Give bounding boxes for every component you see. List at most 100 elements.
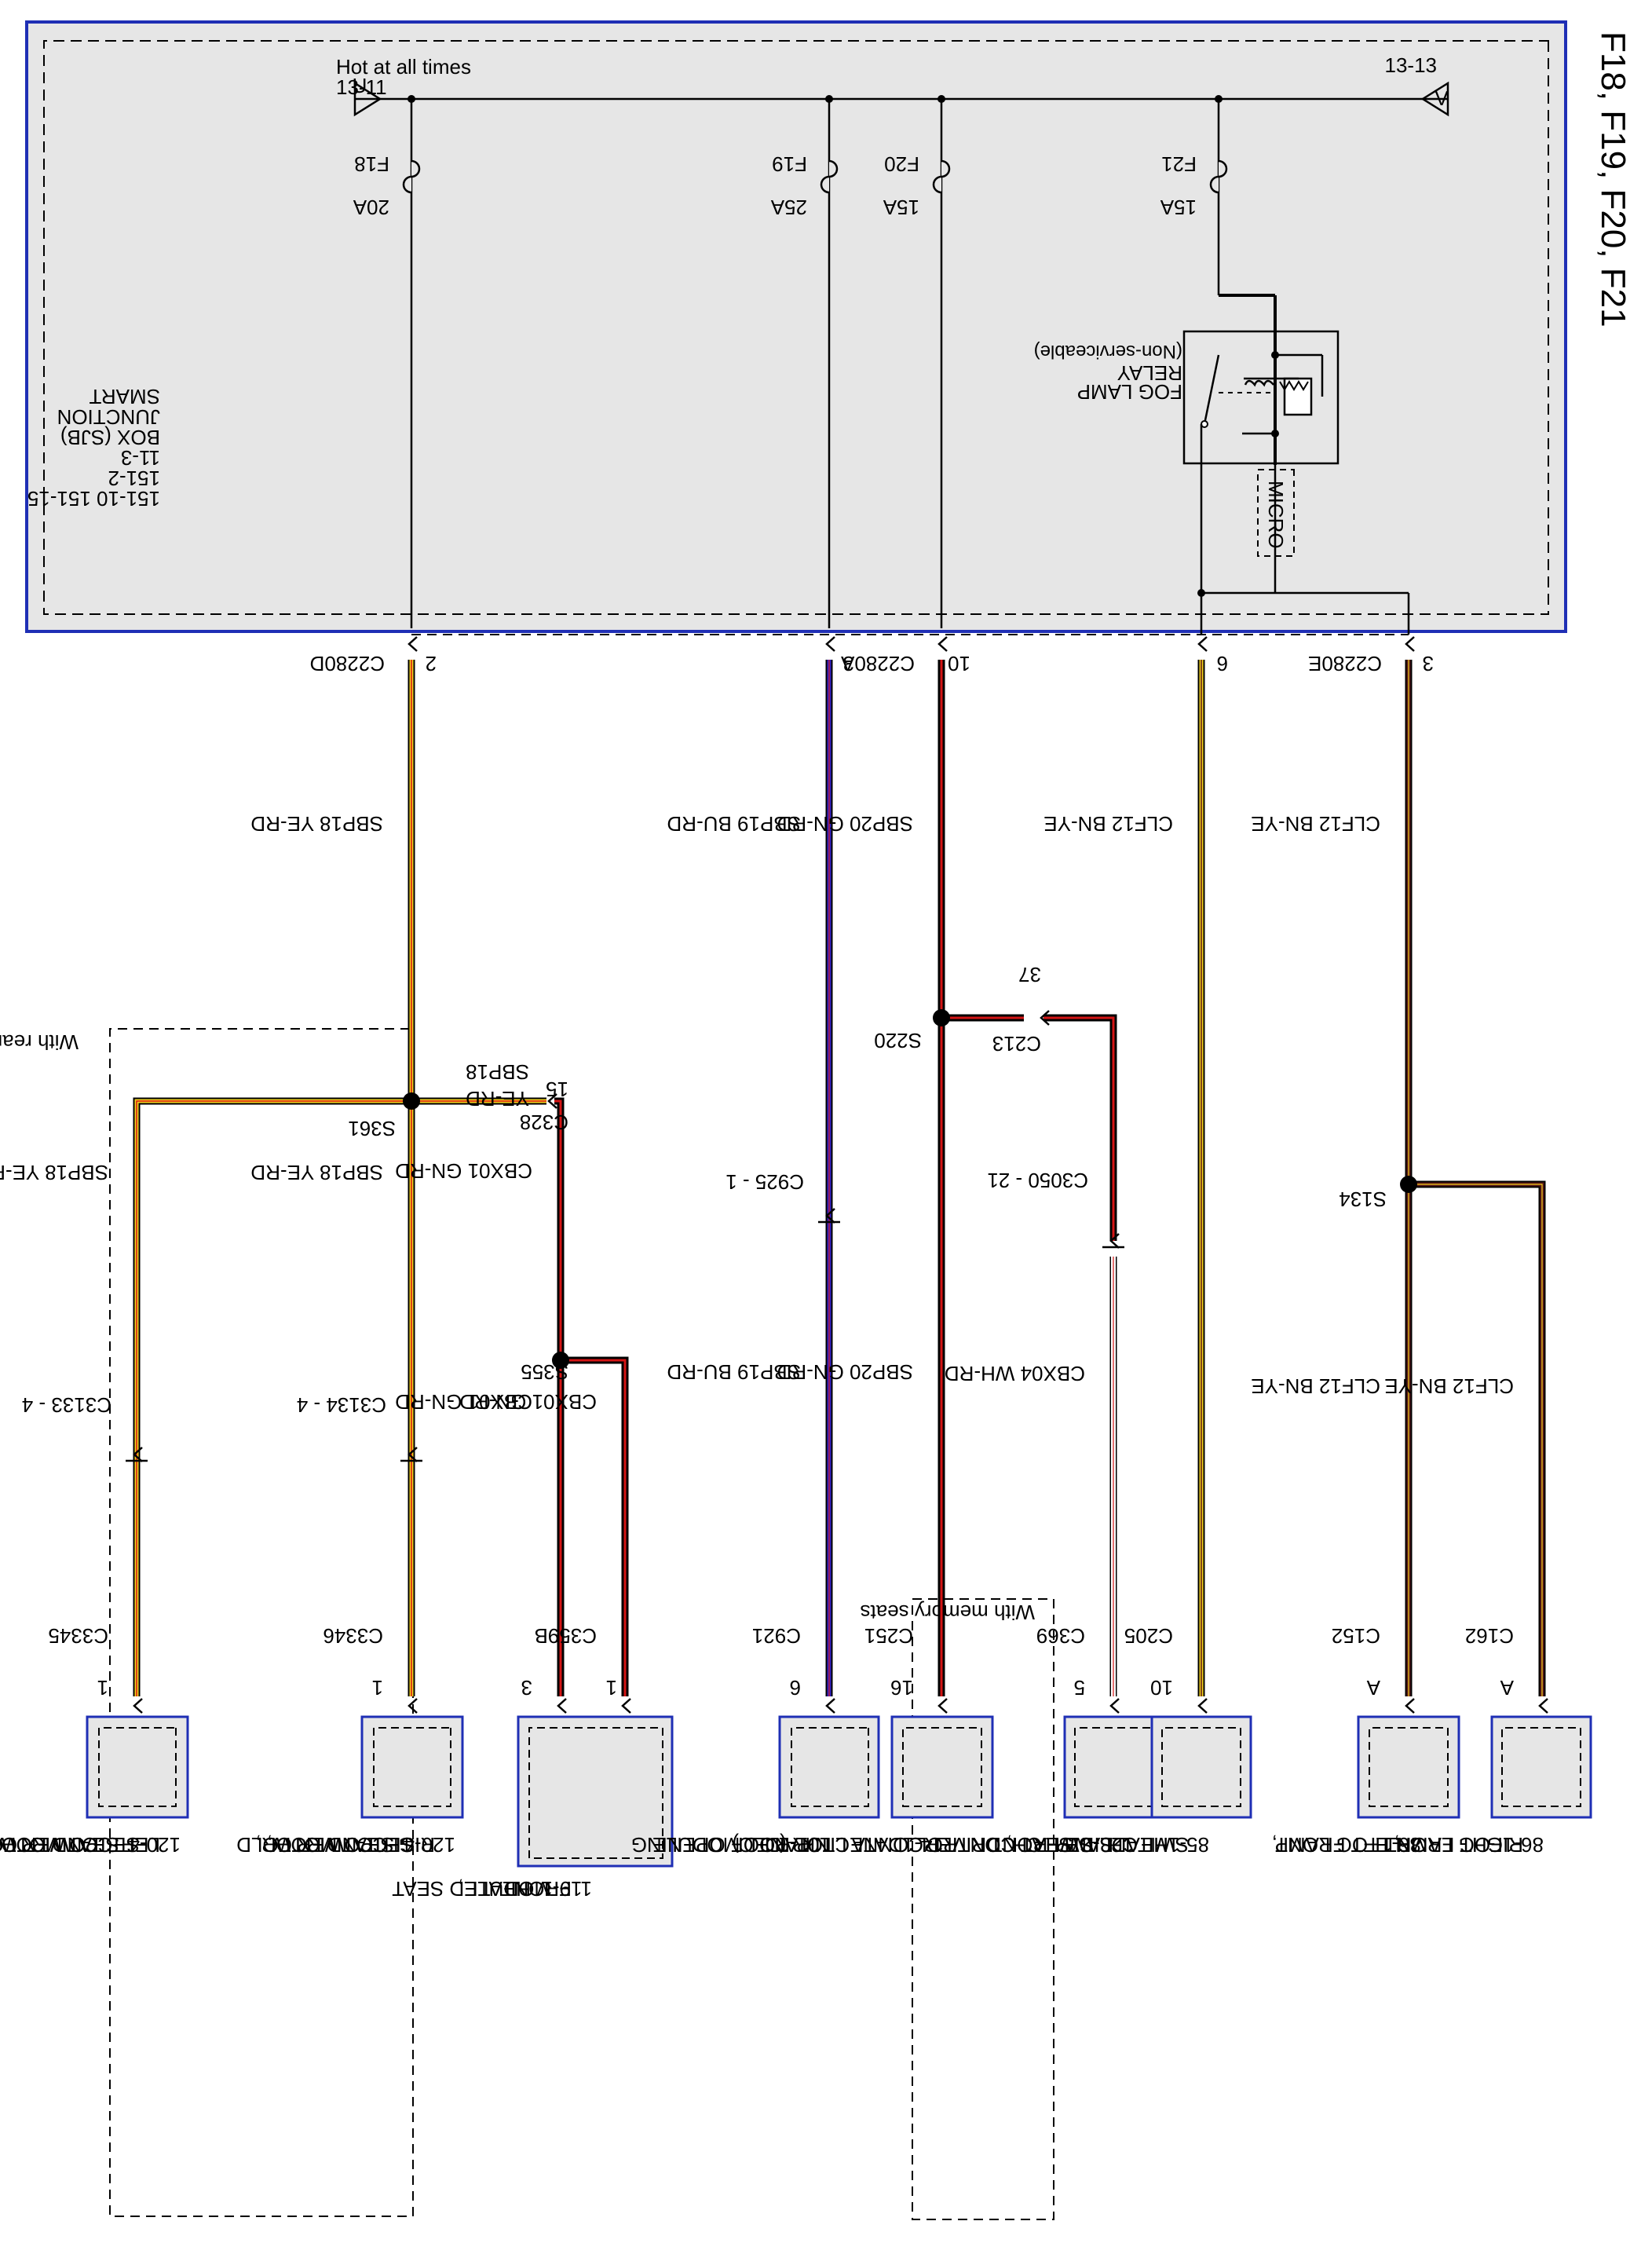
svg-text:85-1: 85-1 — [1168, 1833, 1209, 1857]
fuse-f20: F20 15A — [883, 95, 951, 628]
conn-c2280a-pin6: 6 — [1217, 652, 1228, 675]
inline-connectors: C328 15 SBP18 YE-RD S361 S355 S220 S134 … — [22, 963, 1387, 1463]
components: C3345 1 POWER FOLD SEAT MOTOR, SECOND RO… — [0, 1624, 1592, 1901]
c3133-label: C3133 - 4 — [22, 1393, 111, 1417]
wire-label-sbp20-a: SBP20 GN-RD — [777, 812, 913, 836]
component-seat-control-switch: C369 5 SEAT CONTROL SWITCH, DRIVER SIDE … — [916, 1624, 1164, 1857]
wire-label-clf12-lf: CLF12 BN-YE — [1251, 1374, 1380, 1398]
wire-label-cbx01-c: CBX01 GN-RD — [459, 1390, 597, 1414]
conn-c2280a: C2280A — [840, 652, 915, 675]
page-title: F18, F19, F20, F21 — [1594, 31, 1632, 327]
svg-text:86-1: 86-1 — [1380, 1833, 1421, 1857]
svg-text:SIDE FRONT: SIDE FRONT — [989, 1833, 1113, 1857]
fuse-f20-id: F20 — [884, 152, 919, 176]
wire-label-clf12-headlamp: CLF12 BN-YE — [1043, 812, 1173, 836]
hot-marker: U — [353, 74, 367, 97]
fuse-f19: F19 25A — [770, 95, 839, 628]
wire-label-cbx01-b: CBX01 GN-RD — [395, 1390, 532, 1414]
svg-text:MODULE,: MODULE, — [459, 1877, 551, 1901]
out-marker-symbol — [1420, 81, 1449, 117]
c213-pin: 37 — [1018, 963, 1041, 986]
sjb-name-line6: 151-10 151-15 — [27, 487, 160, 510]
relay-name-line3: (Non-serviceable) — [1034, 341, 1182, 362]
splice-s361: S361 — [348, 1117, 396, 1140]
wire-cbx04 — [1043, 1014, 1117, 1696]
sjb-name-line5: 151-2 — [108, 467, 161, 490]
wire-label-sbp19-a: SBP19 BU-RD — [667, 812, 802, 836]
fuse-f18: F18 20A — [353, 95, 421, 628]
svg-text:A: A — [1500, 1676, 1514, 1700]
sjb-outline — [25, 20, 1567, 633]
svg-text:SEAT MOTOR,: SEAT MOTOR, — [256, 1833, 394, 1857]
out-marker: V — [1435, 86, 1449, 110]
svg-text:3: 3 — [521, 1676, 532, 1700]
component-headlamp-switch: C205 10 HEADLAMP SWITCH 85-1 — [1056, 1624, 1252, 1857]
svg-text:SEAT CONTROL: SEAT CONTROL — [916, 1833, 1073, 1857]
smart-junction-box: U Hot at all times 13-11 V 13-13 F18 20A… — [25, 20, 1567, 635]
svg-text:1: 1 — [97, 1676, 108, 1700]
wire-label-cbx01-a: CBX01 GN-RD — [395, 1159, 532, 1183]
component-fog-lamp-left-front: C152 A FOG LAMP, LEFT FRONT 86-1 — [1272, 1624, 1460, 1857]
svg-text:1: 1 — [606, 1676, 617, 1700]
component-power-fold-left: C3345 1 POWER FOLD SEAT MOTOR, SECOND RO… — [0, 1624, 189, 1857]
svg-text:C162: C162 — [1465, 1624, 1514, 1648]
fuse-f19-id: F19 — [772, 152, 807, 176]
svg-text:SWITCH, DRIVER: SWITCH, DRIVER — [924, 1833, 1093, 1857]
c3050-label: C3050 - 21 — [987, 1169, 1088, 1192]
svg-text:C251: C251 — [864, 1624, 913, 1648]
svg-text:120-4: 120-4 — [129, 1833, 181, 1857]
svg-text:SEAT MOTOR,: SEAT MOTOR, — [0, 1833, 119, 1857]
fuse-f19-rating: 25A — [770, 196, 807, 219]
svg-text:FOG LAMP,: FOG LAMP, — [1272, 1833, 1380, 1857]
component-heated-seat-module: C359B 1 3 HEATED SEAT MODULE, FRONT 119-… — [392, 1624, 674, 1901]
wire-label-cbx04: CBX04 WH-RD — [945, 1362, 1085, 1385]
svg-text:LEFT: LEFT — [110, 1833, 160, 1857]
c328-label: C328 — [520, 1111, 568, 1134]
wire-labels: SBP18 YE-RD SBP18 YE-RD SBP18 YE-RD CBX0… — [0, 812, 1514, 1414]
splice-s355: S355 — [521, 1360, 568, 1384]
svg-text:C152: C152 — [1332, 1624, 1380, 1648]
c328-pin: 15 — [546, 1078, 568, 1101]
svg-text:119-1: 119-1 — [541, 1877, 592, 1901]
rear-folding-label: With rear folding seats — [0, 1030, 79, 1054]
c213-label: C213 — [992, 1032, 1041, 1056]
component-data-link-connector: C251 16 DATA LINK CONNECTOR (DLC) 14-1 — [732, 1624, 994, 1857]
svg-text:101-1: 101-1 — [779, 1833, 831, 1857]
svg-text:HEATED SEAT: HEATED SEAT — [392, 1877, 531, 1901]
svg-text:6: 6 — [790, 1676, 801, 1700]
svg-text:ROOF OPENING: ROOF OPENING — [631, 1833, 790, 1857]
wire-label-clf12-rf: CLF12 BN-YE — [1384, 1374, 1514, 1398]
relay-name-line2: RELAY — [1117, 361, 1182, 385]
hot-ref: 13-11 — [336, 75, 387, 99]
wire-label-sbp20-b: SBP20 GN-RD — [777, 1360, 913, 1384]
memory-seats-label: With memory seats — [861, 1601, 1036, 1624]
sjb-inner-border — [43, 40, 1549, 615]
svg-text:HEADLAMP: HEADLAMP — [1056, 1833, 1168, 1857]
svg-text:C359B: C359B — [535, 1624, 598, 1648]
rear-folding-seats-box — [109, 1028, 414, 2217]
ye-rd-label: YE-RD — [466, 1087, 529, 1111]
fuse-f20-rating: 15A — [883, 196, 919, 219]
micro-outline — [1257, 469, 1295, 557]
fog-lamp-relay: MICRO FOG LAMP RELAY (Non-serviceable) — [1034, 294, 1410, 635]
wire-clf12-fog — [1400, 660, 1546, 1696]
svg-text:FRONT: FRONT — [501, 1877, 572, 1901]
svg-text:POWER FOLD: POWER FOLD — [0, 1833, 99, 1857]
header-connectors: C2280D 2 3 C2280A 10 6 C2280E 3 — [310, 634, 1434, 675]
wire-label-clf12-main: CLF12 BN-YE — [1251, 812, 1380, 836]
wire-label-sbp18-a: SBP18 YE-RD — [250, 1161, 383, 1184]
fuse-f21-rating: 15A — [1160, 196, 1197, 219]
svg-text:A: A — [1366, 1676, 1380, 1700]
splice-s220: S220 — [874, 1029, 922, 1052]
wire-label-sbp18-b: SBP18 YE-RD — [0, 1161, 108, 1184]
wire-sbp20 — [933, 660, 1024, 1696]
conn-c2280e: C2280E — [1308, 652, 1382, 675]
wire-cbx01 — [552, 1097, 629, 1696]
svg-text:C921: C921 — [752, 1624, 801, 1648]
relay-micro: MICRO — [1264, 481, 1288, 549]
c3134-label: C3134 - 4 — [297, 1393, 386, 1417]
svg-text:CONNECTOR (DLC): CONNECTOR (DLC) — [732, 1833, 923, 1857]
relay-coil — [1244, 379, 1274, 387]
